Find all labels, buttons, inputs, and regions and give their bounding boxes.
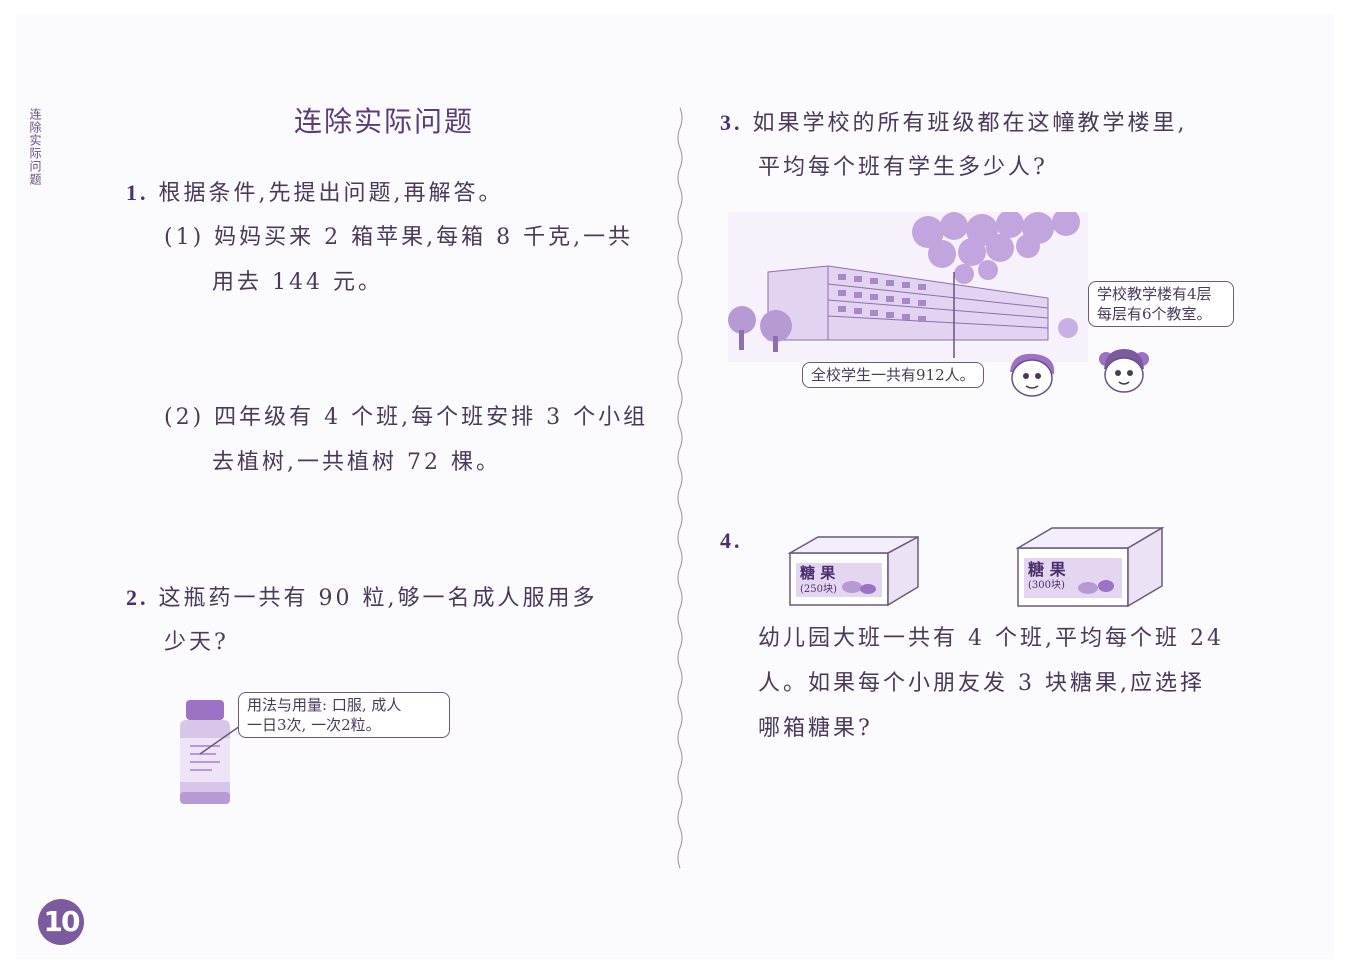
question-4-line2: 人。如果每个小朋友发 3 块糖果,应选择 xyxy=(758,671,1205,696)
candy-box-250-icon xyxy=(788,535,919,607)
question-1-sub2-text: 四年级有 4 个班,每个班安排 3 个小组 xyxy=(214,405,649,430)
question-2-line2: 少天? xyxy=(164,630,229,655)
question-1: 1. 根据条件,先提出问题,再解答。 xyxy=(126,170,504,216)
question-1-sub2-line1: (2) 四年级有 4 个班,每个班安排 3 个小组 xyxy=(164,395,648,440)
page-title: 连除实际问题 xyxy=(294,105,475,138)
building-floors-bubble: 学校教学楼有4层 每层有6个教室。 xyxy=(1088,281,1234,327)
question-4-number-wrap: 4. xyxy=(720,518,743,564)
question-3: 3. 如果学校的所有班级都在这幢教学楼里, xyxy=(720,100,1188,146)
question-1-sub2-number: (2) xyxy=(164,405,205,430)
dosage-line2: 一日3次, 一次2粒。 xyxy=(247,716,381,734)
girl-character-icon xyxy=(1099,349,1149,393)
question-4-number: 4. xyxy=(720,528,743,553)
workbook-page xyxy=(16,14,1334,959)
question-1-number: 1. xyxy=(126,180,149,205)
total-students-bubble: 全校学生一共有912人。 xyxy=(802,362,984,388)
question-3-number: 3. xyxy=(720,110,743,135)
page-divider xyxy=(677,108,683,868)
question-1-sub1-number: (1) xyxy=(164,225,205,250)
question-1-sub1-line1: (1) 妈妈买来 2 箱苹果,每箱 8 千克,一共 xyxy=(164,215,633,260)
school-building-illustration xyxy=(728,212,1088,362)
question-3-line1: 如果学校的所有班级都在这幢教学楼里, xyxy=(752,111,1188,136)
question-4-line1: 幼儿园大班一共有 4 个班,平均每个班 24 xyxy=(758,626,1224,651)
question-1-sub1-text: 妈妈买来 2 箱苹果,每箱 8 千克,一共 xyxy=(214,225,634,250)
dosage-speech-bubble: 用法与用量: 口服, 成人 一日3次, 一次2粒。 xyxy=(238,692,450,738)
candy-box-250-count: (250块) xyxy=(800,584,837,595)
candy-box-300-count: (300块) xyxy=(1028,580,1065,591)
side-title: 连除实际问题 xyxy=(28,108,42,186)
bubble-pointer xyxy=(199,725,241,755)
building-floors-line2: 每层有6个教室。 xyxy=(1097,305,1212,323)
boy-character-icon xyxy=(1010,353,1055,397)
dosage-line1: 用法与用量: 口服, 成人 xyxy=(247,696,402,714)
candy-box-300-icon xyxy=(1016,526,1165,608)
question-2-number: 2. xyxy=(126,585,149,610)
question-1-sub1-line2: 用去 144 元。 xyxy=(212,270,383,295)
building-floors-line1: 学校教学楼有4层 xyxy=(1097,285,1212,303)
question-4-line3: 哪箱糖果? xyxy=(758,716,873,741)
candy-box-250-label: 糖 果 xyxy=(800,564,836,582)
question-3-line2: 平均每个班有学生多少人? xyxy=(758,155,1048,180)
page-number-badge: 10 xyxy=(38,899,84,945)
question-2: 2. 这瓶药一共有 90 粒,够一名成人服用多 xyxy=(126,575,597,621)
candy-box-300-label: 糖 果 xyxy=(1028,560,1066,579)
question-1-text: 根据条件,先提出问题,再解答。 xyxy=(158,181,504,206)
question-2-line1: 这瓶药一共有 90 粒,够一名成人服用多 xyxy=(158,586,598,611)
question-1-sub2-line2: 去植树,一共植树 72 棵。 xyxy=(212,450,501,475)
